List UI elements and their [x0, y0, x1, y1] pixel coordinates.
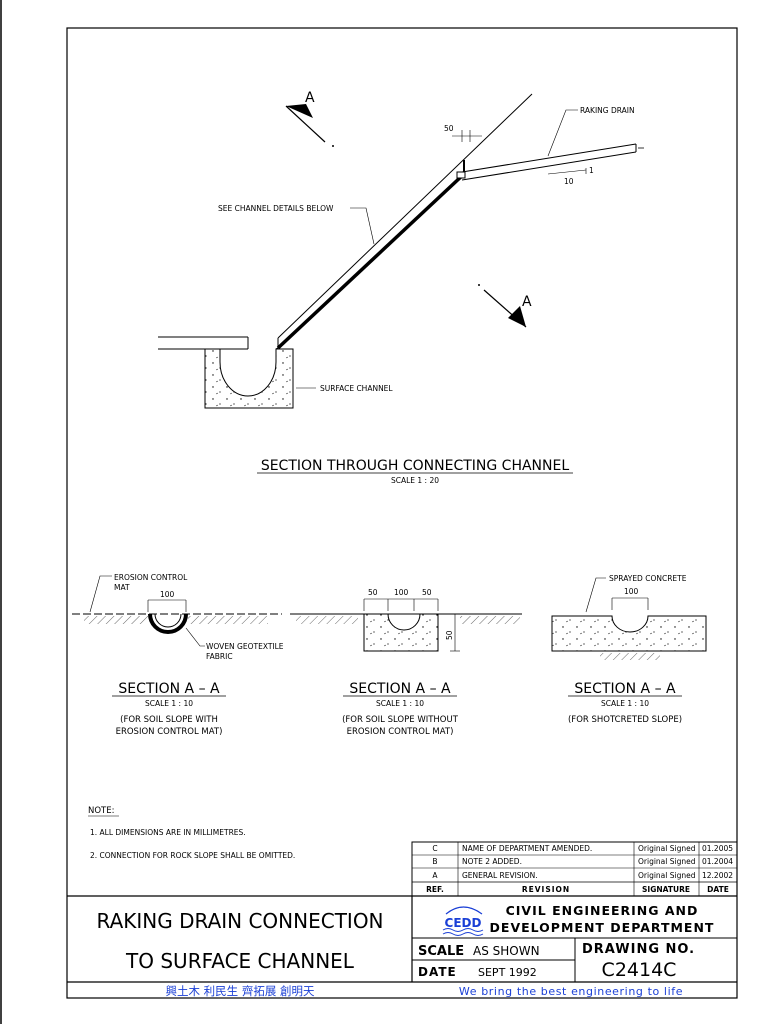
svg-text:A: A: [432, 871, 438, 880]
surface-channel-label: SURFACE CHANNEL: [320, 384, 393, 393]
surface-channel: [204, 347, 294, 409]
svg-text:Original Signed: Original Signed: [638, 871, 696, 880]
svg-text:01.2005: 01.2005: [702, 844, 733, 853]
raking-drain-pipe: [456, 143, 644, 181]
see-details-label: SEE CHANNEL DETAILS BELOW: [218, 204, 334, 213]
svg-text:SIGNATURE: SIGNATURE: [642, 885, 690, 894]
section-aa-shotcrete: 100 SPRAYED CONCRETE SECTION A – A SCALE…: [551, 574, 707, 725]
svg-text:100: 100: [624, 587, 639, 596]
svg-text:NOTE 2 ADDED.: NOTE 2 ADDED.: [462, 857, 522, 866]
svg-text:100: 100: [394, 588, 409, 597]
svg-text:50: 50: [444, 124, 454, 133]
svg-text:SCALE 1 : 10: SCALE 1 : 10: [145, 699, 193, 708]
department-line1: CIVIL ENGINEERING AND: [506, 903, 699, 918]
drawing-no-label: DRAWING NO.: [582, 942, 695, 957]
scale-value: AS SHOWN: [473, 944, 540, 958]
section-title: SECTION A – A: [574, 681, 676, 697]
svg-text:EROSION CONTROL MAT): EROSION CONTROL MAT): [347, 727, 454, 737]
section-aa-no-mat: 50 100 50 50 SECTION A – A SCALE 1 : 10 …: [290, 588, 522, 737]
svg-text:100: 100: [160, 590, 175, 599]
svg-text:EROSION CONTROL: EROSION CONTROL: [114, 573, 188, 582]
svg-text:12.2002: 12.2002: [702, 871, 733, 880]
svg-text:SCALE 1 : 10: SCALE 1 : 10: [601, 699, 649, 708]
gradient-indicator: 1 10: [547, 166, 594, 186]
slope-line: [277, 93, 533, 339]
svg-text:WOVEN GEOTEXTILE: WOVEN GEOTEXTILE: [206, 642, 284, 651]
svg-text:(FOR SOIL SLOPE WITHOUT: (FOR SOIL SLOPE WITHOUT: [342, 715, 459, 725]
sheet-border: [66, 27, 738, 999]
note-item: 2. CONNECTION FOR ROCK SLOPE SHALL BE OM…: [90, 851, 295, 860]
svg-text:50: 50: [445, 630, 454, 640]
svg-text:SCALE 1 : 10: SCALE 1 : 10: [376, 699, 424, 708]
svg-text:REVISION: REVISION: [522, 885, 570, 894]
section-title: SECTION A – A: [349, 681, 451, 697]
raking-drain-label: RAKING DRAIN: [580, 106, 635, 115]
english-motto: We bring the best engineering to life: [459, 985, 683, 998]
date-value: SEPT 1992: [478, 966, 537, 979]
svg-text:01.2004: 01.2004: [702, 857, 733, 866]
notes: NOTE: 1. ALL DIMENSIONS ARE IN MILLIMETR…: [88, 806, 295, 860]
svg-text:10: 10: [564, 177, 574, 186]
scale-label: SCALE: [418, 944, 464, 959]
svg-text:1: 1: [589, 166, 594, 175]
date-label: DATE: [418, 965, 457, 979]
svg-text:MAT: MAT: [114, 583, 130, 592]
marker-letter: A: [522, 294, 532, 310]
svg-text:NAME OF DEPARTMENT AMENDED.: NAME OF DEPARTMENT AMENDED.: [462, 844, 592, 853]
svg-text:C: C: [432, 844, 437, 853]
section-marker-top: A: [285, 90, 334, 147]
section-aa-erosion-mat: 100 EROSION CONTROL MAT WOVEN GEOTEXTILE…: [72, 573, 284, 737]
svg-text:CEDD: CEDD: [445, 916, 482, 930]
section-marker-right: A: [478, 284, 532, 328]
section-connecting-channel: A A RAKING DRAIN 50: [158, 90, 644, 485]
drawing-title-line1: RAKING DRAIN CONNECTION: [96, 909, 383, 933]
svg-text:50: 50: [422, 588, 432, 597]
revision-table: C NAME OF DEPARTMENT AMENDED. Original S…: [411, 841, 738, 897]
slope-channel: [276, 172, 466, 350]
svg-text:REF.: REF.: [426, 885, 444, 894]
svg-text:50: 50: [368, 588, 378, 597]
svg-text:EROSION CONTROL MAT): EROSION CONTROL MAT): [116, 727, 223, 737]
marker-letter: A: [305, 90, 315, 106]
section-title: SECTION A – A: [118, 681, 220, 697]
svg-text:GENERAL REVISION.: GENERAL REVISION.: [462, 871, 538, 880]
note-item: 1. ALL DIMENSIONS ARE IN MILLIMETRES.: [90, 828, 246, 837]
title-block: RAKING DRAIN CONNECTION TO SURFACE CHANN…: [67, 895, 737, 998]
svg-text:Original Signed: Original Signed: [638, 844, 696, 853]
svg-text:(FOR SOIL SLOPE WITH: (FOR SOIL SLOPE WITH: [120, 715, 218, 725]
svg-text:SPRAYED CONCRETE: SPRAYED CONCRETE: [609, 574, 687, 583]
svg-text:Original Signed: Original Signed: [638, 857, 696, 866]
svg-text:FABRIC: FABRIC: [206, 652, 233, 661]
drawing-number: C2414C: [602, 959, 677, 981]
section-title: SECTION THROUGH CONNECTING CHANNEL: [261, 458, 570, 474]
chinese-motto: 興土木 利民生 齊拓展 創明天: [166, 984, 315, 998]
section-scale: SCALE 1 : 20: [391, 476, 439, 485]
dim-50-top: 50: [444, 124, 482, 142]
drawing-title-line2: TO SURFACE CHANNEL: [125, 949, 355, 973]
department-line2: DEVELOPMENT DEPARTMENT: [490, 920, 715, 935]
svg-text:DATE: DATE: [707, 885, 729, 894]
notes-heading: NOTE:: [88, 806, 114, 816]
svg-text:B: B: [432, 857, 437, 866]
svg-text:(FOR SHOTCRETED SLOPE): (FOR SHOTCRETED SLOPE): [568, 715, 682, 725]
cedd-logo: CEDD: [442, 906, 484, 936]
